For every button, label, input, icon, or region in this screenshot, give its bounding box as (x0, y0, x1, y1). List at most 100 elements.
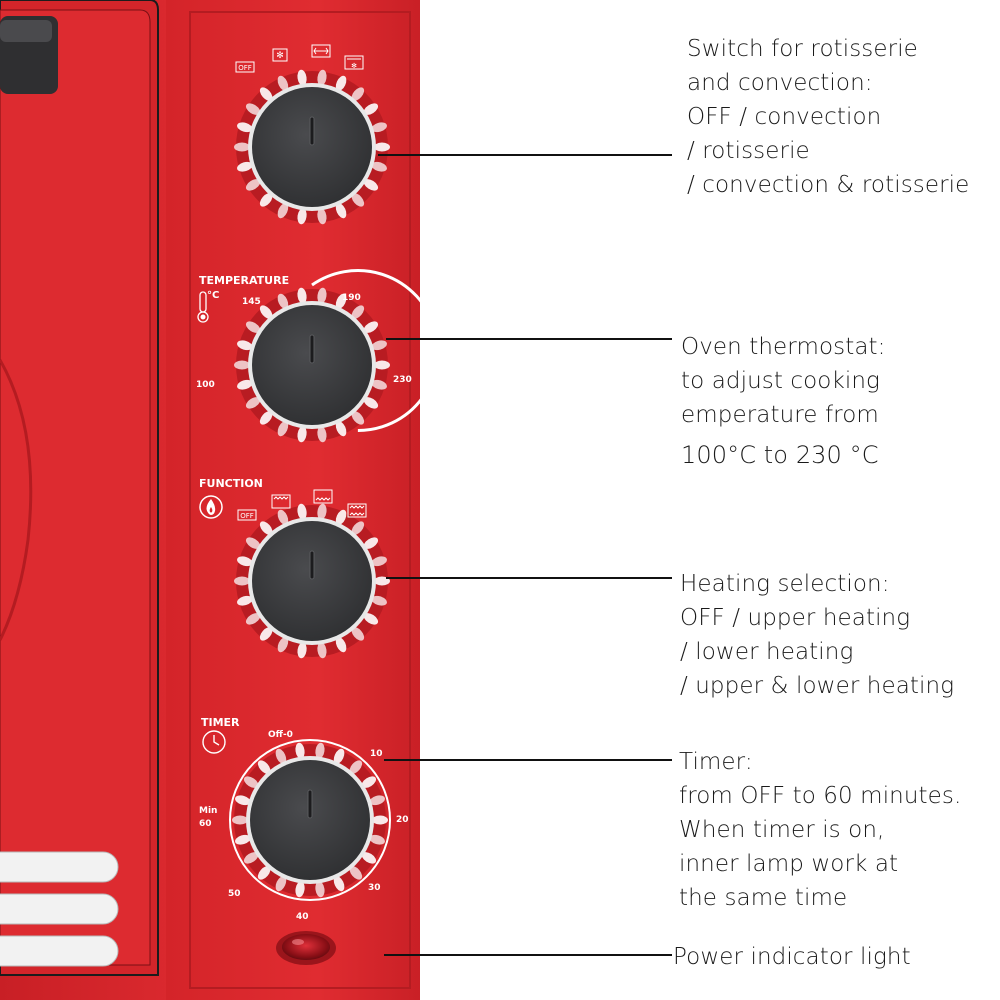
temperature-scale-arc (311, 269, 440, 433)
rotisserie-knob-ridge (351, 87, 365, 101)
timer-knob-ridge (349, 866, 363, 880)
timer-knob-ridge (235, 795, 251, 806)
timer-label: TIMER (201, 716, 240, 729)
timer-scale-min: Min (199, 806, 217, 816)
timer-scale-10: 10 (370, 749, 383, 759)
function-knob-ridge (351, 521, 365, 535)
timer-scale-40: 40 (296, 912, 309, 922)
function-knob-ridge (371, 556, 387, 567)
off-setting-label: OFF (235, 61, 255, 73)
temperature-unit: °C (207, 290, 219, 301)
function-knob-ridge (245, 613, 261, 625)
control-panel-bezel (189, 11, 411, 989)
clock-icon (202, 730, 226, 754)
rotisserie-knob-ridge (317, 208, 327, 225)
timer-knob-ridge (295, 881, 305, 898)
timer-knob[interactable] (229, 739, 391, 901)
power-indicator-light (276, 931, 336, 965)
function-knob-ridge (277, 509, 289, 525)
callout-line: / convection & rotisserie (687, 172, 970, 198)
function-knob-ridge (245, 537, 261, 549)
function-knob-ridge (297, 503, 307, 520)
callout-line: Switch for rotisserie (687, 36, 918, 62)
timer-knob-ridge (275, 876, 287, 892)
function-knob-ridge (317, 642, 327, 659)
function-knob-ridge (259, 627, 273, 641)
temperature-knob-ridge (259, 305, 273, 319)
function-knob-ridge (297, 642, 307, 659)
function-knob-ridge (277, 637, 289, 653)
off-setting-text: OFF (240, 512, 254, 520)
function-knob-face (252, 521, 372, 641)
callout-line: OFF / convection (687, 104, 882, 130)
timer-knob-ridge (295, 742, 305, 759)
timer-scale-arc (229, 739, 391, 901)
timer-knob-ridge (333, 748, 345, 764)
timer-knob-ridge (315, 742, 325, 759)
callout-line: inner lamp work at (679, 851, 899, 877)
timer-knob-ridge (275, 748, 287, 764)
function-label: FUNCTION (199, 477, 263, 490)
temperature-knob-ridge (237, 340, 253, 351)
temperature-knob[interactable] (234, 269, 440, 443)
rotisserie-knob-ridge (237, 122, 253, 133)
timer-knob-ridge (369, 795, 385, 806)
temperature-knob-ridge (351, 411, 365, 425)
function-knob-ridge (363, 613, 379, 625)
timer-knob-ridge (372, 815, 388, 825)
callout-heating-selection: Heating selection: OFF / upper heating /… (680, 567, 954, 703)
rotisserie-knob-ridge (259, 87, 273, 101)
temperature-labels: TEMPERATURE °C 100 145 190 230 (196, 274, 412, 390)
timer-knob-ridge (315, 881, 325, 898)
rotisserie-knob-ridge (363, 103, 379, 115)
rotisserie-knob-ridge (277, 203, 289, 219)
callout-line: / rotisserie (687, 138, 810, 164)
timer-scale-50: 50 (228, 889, 241, 899)
rotisserie-knob-ridge (371, 122, 387, 133)
temperature-knob-ridge (259, 411, 273, 425)
rotisserie-knob-ridge (245, 179, 261, 191)
temperature-knob-ridge (371, 340, 387, 351)
function-knob-ridge (335, 509, 347, 525)
temperature-knob-ridge (363, 321, 379, 333)
function-knob-ridge (317, 503, 327, 520)
temperature-knob-ridge (245, 321, 261, 333)
rotisserie-knob-ridge (277, 75, 289, 91)
rotisserie-knob-ridge (297, 69, 307, 86)
timer-knob-ridge (369, 834, 385, 845)
temperature-knob-ridge (363, 397, 379, 409)
function-knob[interactable] (234, 503, 390, 659)
function-knob-ridge (234, 576, 250, 586)
callout-line: Timer: (679, 749, 753, 775)
off-setting-text: OFF (238, 64, 252, 72)
function-knob-ridge (237, 595, 253, 606)
rotisserie-knob-ridge (351, 193, 365, 207)
timer-knob-ridge (333, 876, 345, 892)
timer-knob-ridge (232, 815, 248, 825)
temperature-scale-190: 190 (342, 293, 361, 303)
leader-lines (378, 154, 672, 956)
upper-heating-icon (271, 494, 291, 509)
timer-knob-ridge (243, 776, 259, 788)
timer-labels: TIMER Off-0 10 20 30 40 50 Min 60 (199, 716, 409, 922)
timer-knob-ridge (243, 852, 259, 864)
upper-lower-heating-icon (347, 503, 367, 518)
timer-scale-20: 20 (396, 815, 409, 825)
temperature-knob-pointer (309, 334, 315, 364)
callout-timer: Timer: from OFF to 60 minutes. When time… (679, 745, 961, 915)
temperature-knob-ridge (234, 360, 250, 370)
rotisserie-knob-ridge (371, 161, 387, 172)
svg-text:✻: ✻ (276, 51, 284, 61)
function-knob-ridge (351, 627, 365, 641)
rotisserie-knob-ridge (237, 161, 253, 172)
svg-text:✻: ✻ (351, 62, 357, 70)
rotisserie-icon (311, 44, 331, 58)
door-grill-bars (0, 851, 119, 967)
callout-line: / upper & lower heating (680, 673, 955, 699)
callout-rotisserie-switch: Switch for rotisserie and convection: OF… (687, 32, 969, 202)
callout-line: Heating selection: (680, 571, 890, 597)
temperature-knob-ridge (317, 426, 327, 443)
function-knob-pointer (309, 550, 315, 580)
rotisserie-knob[interactable] (234, 69, 390, 225)
